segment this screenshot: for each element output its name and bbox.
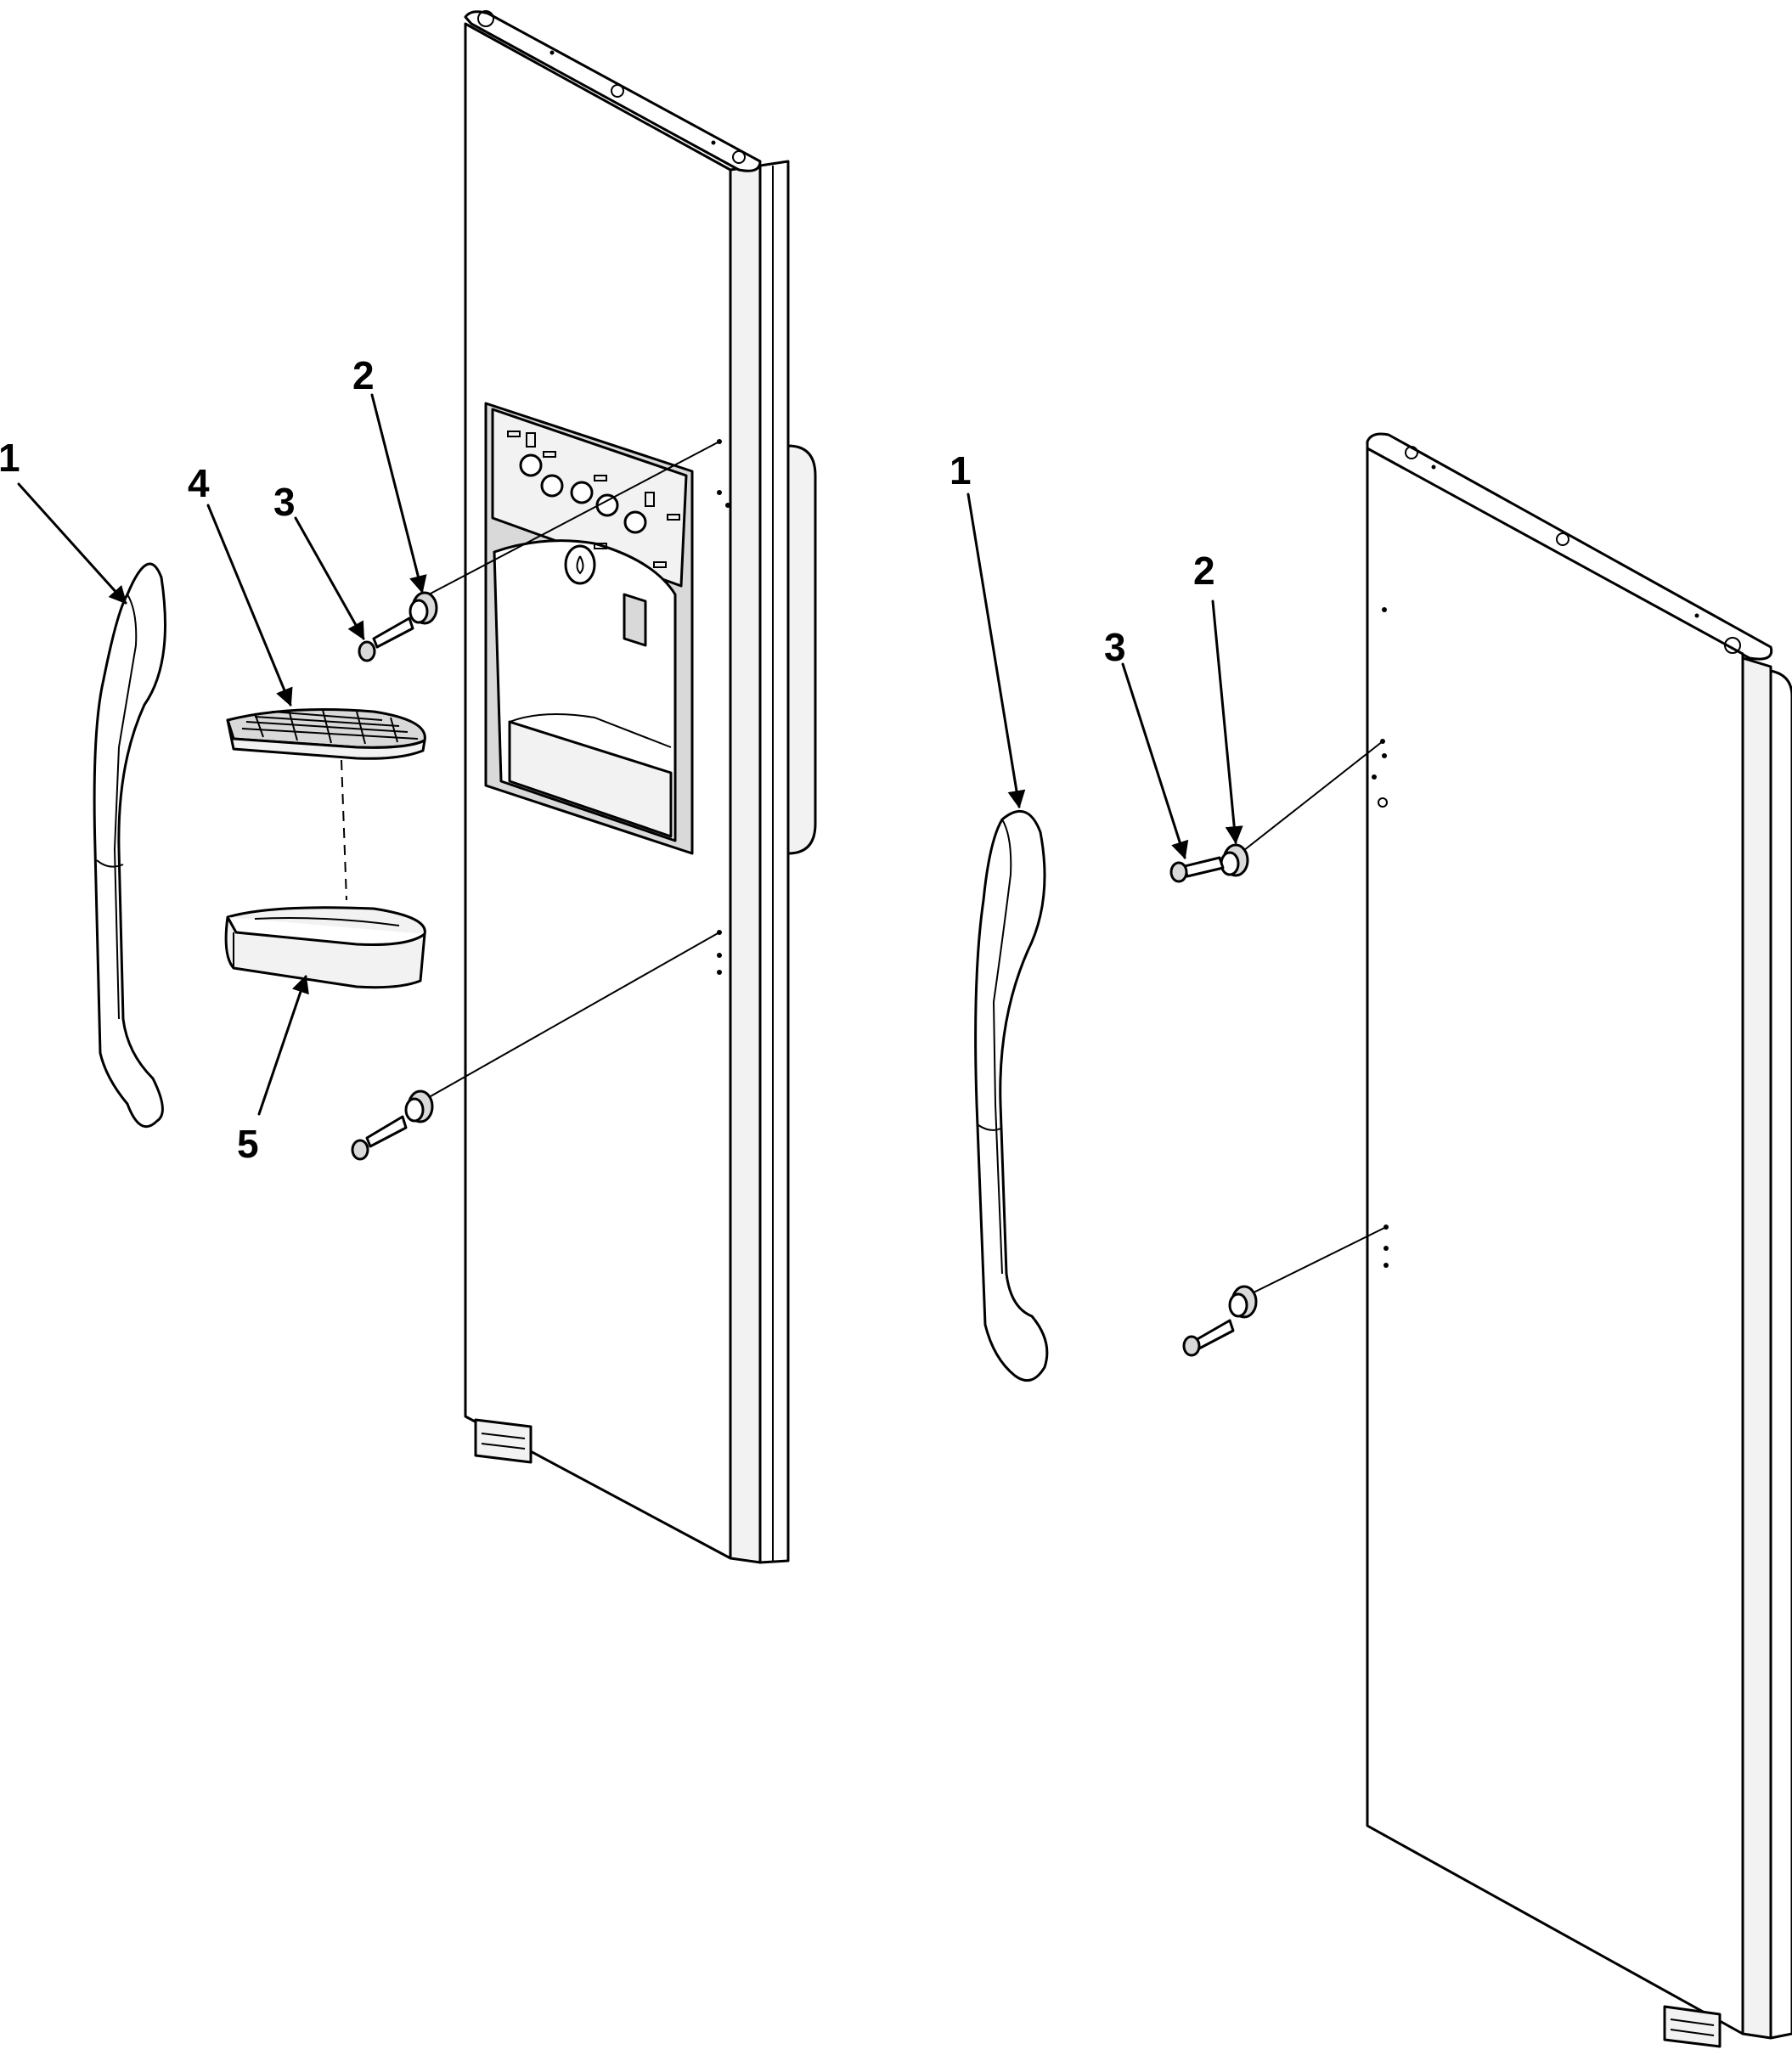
refrigerator-door-handle[interactable] [974,810,1049,1382]
callout-labels: 1 4 3 2 5 1 2 3 [0,353,1243,1166]
callout-3-right: 3 [1104,625,1126,669]
right-upper-hardware [1169,740,1383,883]
left-upper-screw[interactable] [372,616,414,649]
ice-water-dispenser [484,402,694,855]
callout-2-right: 2 [1193,549,1215,593]
drip-tray[interactable] [224,906,426,989]
callout-4: 4 [188,461,210,505]
dispenser-control-panel [507,431,680,568]
callout-1-right: 1 [950,448,972,493]
callout-1-left: 1 [0,436,20,480]
callout-2-left: 2 [352,353,375,397]
callout-5: 5 [237,1122,259,1166]
right-upper-screw[interactable] [1183,856,1225,878]
left-upper-hardware [358,441,720,662]
freezer-door-handle[interactable] [93,562,166,1129]
callout-3-left: 3 [273,480,296,524]
assembly-line [341,759,347,901]
left-lower-hardware [351,932,720,1161]
refrigerator-door [1366,432,1792,2048]
drip-grille[interactable] [226,708,426,760]
right-lower-hardware [1182,1226,1387,1357]
